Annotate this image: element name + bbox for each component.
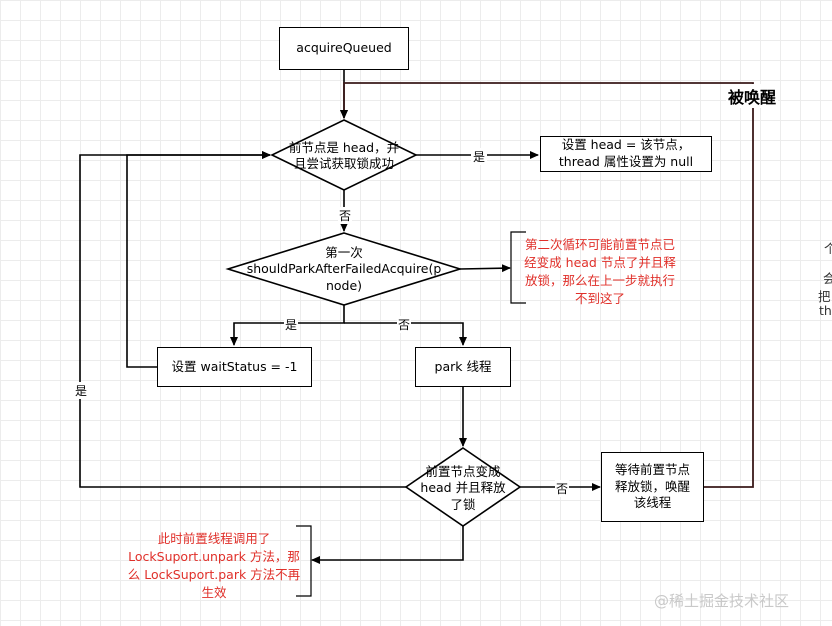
decision-head-acquired-text: 前节点是 head，并 且尝试获取锁成功 [272, 140, 416, 173]
node-set-head-line2: thread 属性设置为 null [558, 154, 694, 169]
edge-label-woken: 被唤醒 [726, 84, 779, 108]
node-set-head-line1: 设置 head = 该节点， [561, 137, 691, 153]
d2-line1: 第一次 [325, 245, 363, 260]
note-unpark-line2: LockSuport.unpark 方法，那 [128, 549, 300, 565]
edge-label-no2: 否 [397, 316, 412, 333]
edge-label-yes2: 是 [284, 316, 299, 333]
edge-label-yes1: 是 [471, 148, 488, 165]
node-wait-prev-release: 等待前置节点 释放锁，唤醒 该线程 [601, 452, 704, 522]
node-acquire-queued-label: acquireQueued [296, 40, 392, 56]
note-unpark: 此时前置线程调用了 LockSuport.unpark 方法，那 么 LockS… [124, 530, 304, 603]
note-bracket-right [510, 231, 526, 304]
edge-label-no3: 否 [555, 480, 570, 497]
note-second-loop-line4: 不到这了 [574, 291, 625, 307]
node-set-head: 设置 head = 该节点， thread 属性设置为 null [540, 136, 712, 172]
node-set-wait-status: 设置 waitStatus = -1 [157, 347, 312, 387]
node-park-thread-label: park 线程 [434, 358, 492, 374]
node-wait-line2: 释放锁，唤醒 [614, 478, 690, 494]
edge-d3-yes-loop [79, 151, 406, 488]
node-acquire-queued: acquireQueued [279, 27, 409, 70]
note-second-loop: 第二次循环可能前置节点已 经变成 head 节点了并且释 放锁，那么在上一步就执… [516, 236, 684, 309]
edge-label-no1: 否 [338, 207, 353, 224]
decision-prev-released-text: 前置节点变成 head 并且释放 了锁 [406, 464, 520, 513]
note-second-loop-line3: 放锁，那么在上一步就执行 [524, 273, 675, 289]
node-set-wait-status-label: 设置 waitStatus = -1 [171, 358, 298, 374]
d2-line2: shouldParkAfterFailedAcquire(p [246, 261, 442, 277]
clipped-text-1: 个 [824, 241, 832, 256]
node-wait-line1: 等待前置节点 [614, 461, 690, 477]
d3-line3: 了锁 [450, 496, 476, 512]
d1-line1: 前节点是 head，并 [288, 140, 400, 155]
node-park-thread: park 线程 [415, 347, 511, 387]
edge-woken [340, 82, 754, 488]
d3-line2: head 并且释放 [420, 480, 506, 496]
d3-line1: 前置节点变成 [425, 464, 501, 479]
clipped-text-4: th [819, 303, 832, 318]
watermark: @稀土掘金技术社区 [654, 592, 790, 610]
edge-label-yes-loop: 是 [74, 382, 89, 399]
edge-d2-note [459, 264, 511, 273]
edge-d2-no [344, 322, 467, 346]
note-second-loop-line1: 第二次循环可能前置节点已 [524, 237, 675, 252]
clipped-text-2: 会 [823, 271, 832, 286]
decision-should-park-text: 第一次 shouldParkAfterFailedAcquire(p node) [228, 245, 460, 294]
clipped-text-3: 把 [818, 289, 831, 304]
d2-line3: node) [325, 277, 363, 293]
note-second-loop-line2: 经变成 head 节点了并且释 [524, 255, 676, 271]
note-unpark-line4: 生效 [201, 585, 227, 601]
note-unpark-line1: 此时前置线程调用了 [157, 531, 271, 546]
d1-line2: 且尝试获取锁成功 [293, 156, 394, 172]
edge-d3-note [311, 526, 464, 564]
note-unpark-line3: 么 LockSuport.park 方法不再 [127, 567, 301, 583]
note-bracket-bottom [296, 525, 312, 597]
node-wait-line3: 该线程 [633, 495, 672, 511]
